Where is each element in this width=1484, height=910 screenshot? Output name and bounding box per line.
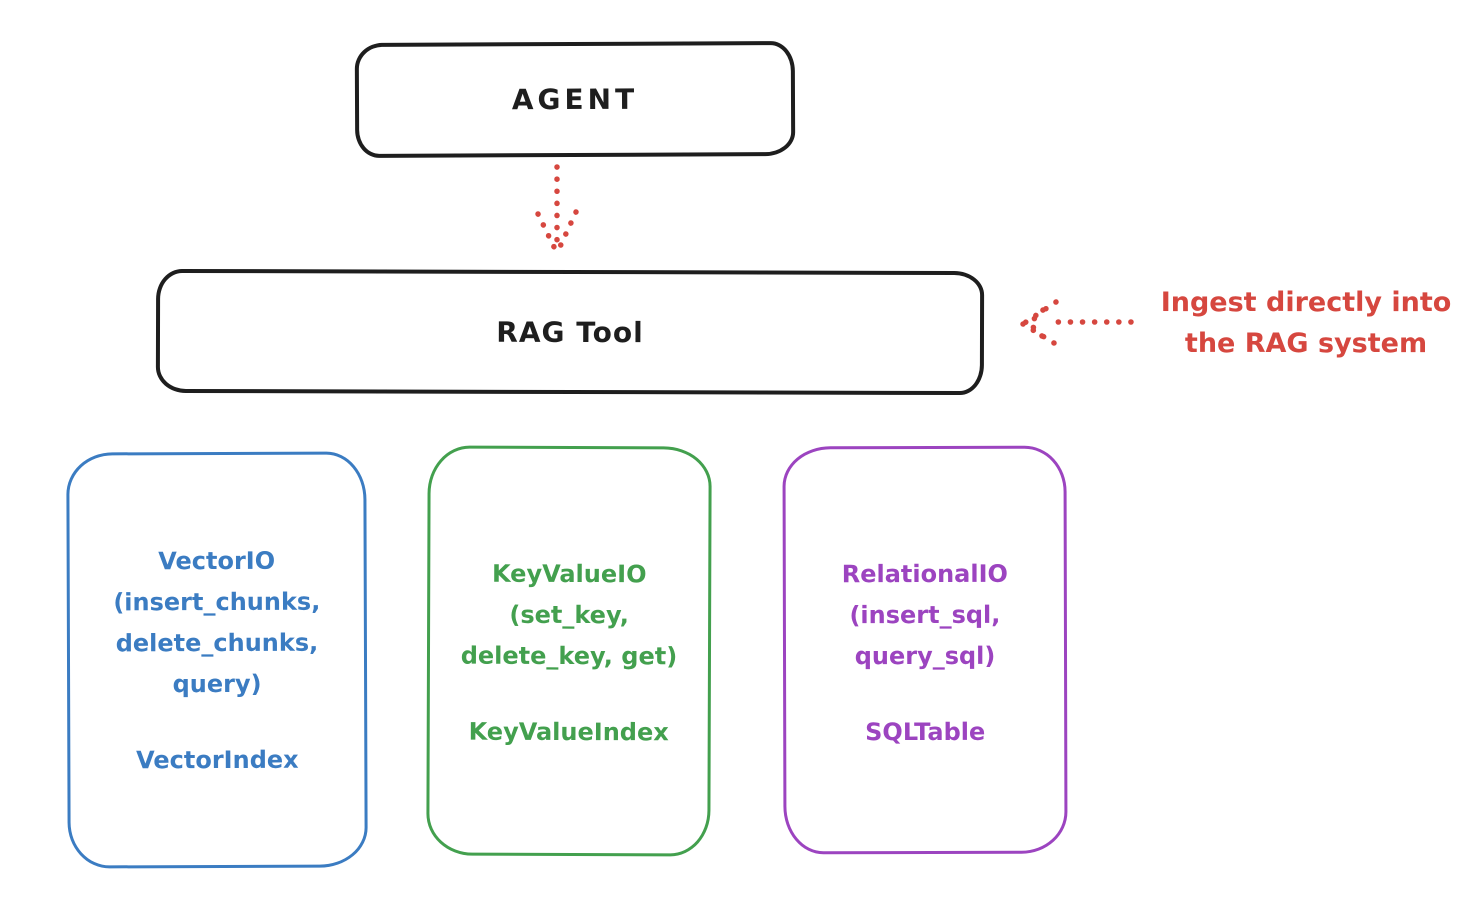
- keyvalueio-box: KeyValueIO (set_key, delete_key, get) Ke…: [426, 445, 712, 857]
- relationalio-index-label: SQLTable: [865, 717, 986, 747]
- keyvalueio-title: KeyValueIO: [491, 559, 647, 589]
- relationalio-title: RelationalIO: [841, 559, 1008, 589]
- keyvalueio-index-label: KeyValueIndex: [468, 717, 669, 747]
- relationalio-methods-line: query_sql): [854, 641, 996, 671]
- agent-node: AGENT: [354, 41, 796, 158]
- ingest-annotation-line2: the RAG system: [1184, 328, 1428, 359]
- agent-to-rag-dotted-arrow-icon: [535, 164, 579, 254]
- vectorio-index-label: VectorIndex: [136, 745, 299, 775]
- agent-label: AGENT: [511, 82, 639, 117]
- ingest-annotation-line1: Ingest directly into: [1160, 287, 1452, 318]
- keyvalueio-methods-line: delete_key, get): [460, 641, 678, 671]
- ingest-dotted-arrow-icon: [1020, 299, 1134, 346]
- vectorio-box: VectorIO (insert_chunks, delete_chunks, …: [66, 451, 368, 869]
- rag-tool-label: RAG Tool: [496, 315, 644, 349]
- rag-tool-node: RAG Tool: [155, 268, 985, 396]
- vectorio-methods-line: query): [172, 669, 262, 699]
- vectorio-methods-line: (insert_chunks,: [113, 587, 321, 617]
- vectorio-methods-line: delete_chunks,: [115, 628, 319, 658]
- relationalio-methods-line: (insert_sql,: [849, 600, 1001, 630]
- ingest-annotation: Ingest directly into the RAG system: [1136, 282, 1476, 364]
- vectorio-title: VectorIO: [158, 546, 276, 576]
- keyvalueio-methods-line: (set_key,: [509, 600, 629, 630]
- relationalio-box: RelationalIO (insert_sql, query_sql) SQL…: [782, 445, 1068, 855]
